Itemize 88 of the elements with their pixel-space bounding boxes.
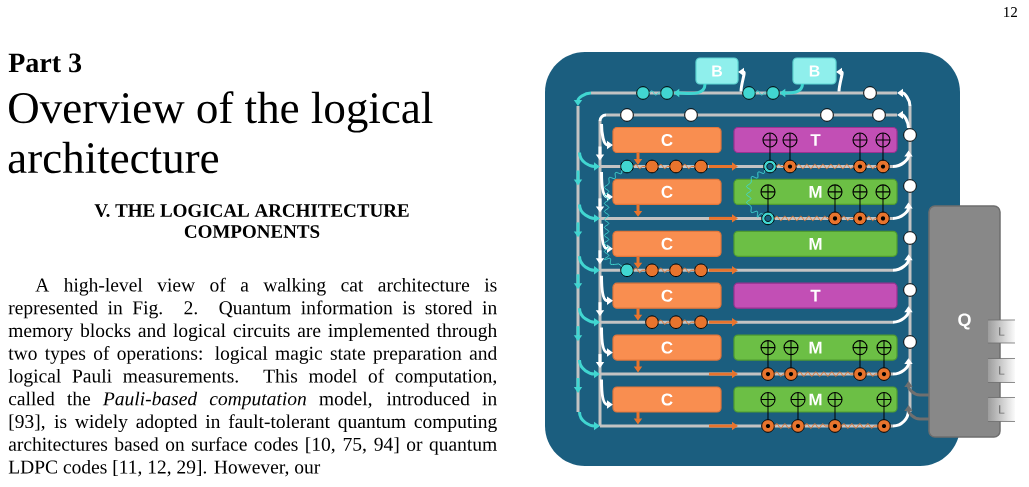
control-line [859, 198, 861, 213]
arrow [600, 327, 613, 357]
control-line [834, 198, 836, 213]
control-line [834, 406, 836, 421]
xor-symbol [852, 184, 868, 200]
control-line [769, 146, 771, 161]
chapter-title: Overview of the logical architecture [8, 91, 433, 174]
arrow [904, 381, 929, 397]
module-box: M [733, 230, 898, 257]
wavy-line [754, 90, 768, 96]
page-number: 12 [1004, 7, 1017, 17]
wavy-line [773, 423, 793, 429]
module-box: C [612, 178, 722, 205]
section-heading: V. THE LOGICAL ARCHITECTURE COMPONENTS [94, 204, 409, 238]
xor-symbol [852, 132, 868, 148]
xor-symbol [760, 391, 776, 408]
module-box: C [612, 282, 722, 309]
module-box: C [612, 334, 722, 361]
module-box: C [612, 230, 722, 257]
module-box: Q [928, 205, 1001, 438]
control-line [883, 354, 885, 369]
arrow [779, 83, 804, 98]
wavy-line [840, 423, 879, 429]
side-tab: L [987, 319, 1016, 344]
control-line [883, 406, 885, 421]
arrow [600, 275, 613, 305]
xor-symbol [762, 132, 778, 148]
xor-symbol [827, 391, 843, 408]
control-line [767, 406, 769, 421]
xor-symbol [783, 340, 799, 356]
wavy-line [773, 371, 786, 377]
arrow [600, 223, 613, 253]
wavy-line [865, 371, 879, 377]
wavy-line [840, 215, 855, 222]
side-tab: L [987, 358, 1016, 383]
module-box: T [733, 282, 898, 309]
wavy-line [746, 169, 766, 218]
control-line [882, 198, 884, 213]
wavy-line [865, 163, 878, 170]
module-box: B [695, 57, 739, 85]
body-paragraph: A high-level view of a walking cat architecture is represented in Fig. 2. Quantum information is stored in memory blocks and logical circuits are implemented through two types of operations: logical magic state preparation and logical Pauli measurements. This model of computation, called the Pauli-based computation model, introduced in [93], is widely adopted in fault-tolerant quantum computing architectures based on surface codes [10, 75, 94] or quantum LDPC codes [11, 12, 29]. However, our [8, 277, 497, 477]
xor-symbol [875, 184, 891, 200]
wavy-line [632, 267, 647, 273]
xor-symbol [876, 391, 892, 408]
wavy-line [795, 163, 855, 170]
wavy-line [681, 267, 696, 273]
wavy-line [657, 163, 671, 170]
wavy-line [632, 163, 647, 170]
wavy-line [865, 215, 878, 222]
wavy-line [681, 319, 696, 325]
arrow [904, 405, 929, 421]
module-box: C [612, 126, 722, 154]
arrow [673, 83, 707, 98]
xor-symbol [875, 132, 891, 148]
control-line [789, 146, 791, 161]
xor-symbol [852, 340, 868, 356]
xor-symbol [760, 184, 776, 200]
control-line [767, 198, 769, 213]
side-tab: L [987, 397, 1016, 422]
wavy-line [773, 215, 830, 222]
wavy-line [657, 267, 671, 273]
xor-symbol [876, 340, 892, 356]
module-box: C [612, 386, 722, 413]
wavy-line [603, 169, 623, 267]
wavy-line [803, 423, 830, 429]
xor-symbol [790, 391, 806, 408]
wavy-line [796, 371, 855, 377]
module-box: M [733, 386, 898, 413]
module-box: M [733, 334, 898, 361]
wavy-line [681, 163, 696, 170]
xor-symbol [827, 184, 843, 200]
wavy-line [648, 90, 662, 96]
bus-line [576, 106, 580, 412]
part-heading: Part 3 [8, 53, 82, 73]
control-line [859, 146, 861, 161]
wavy-line [657, 319, 671, 325]
control-line [859, 354, 861, 369]
control-line [797, 406, 799, 421]
module-box: B [792, 57, 837, 85]
control-line [882, 146, 884, 161]
connector-line [598, 113, 607, 122]
control-line [767, 354, 769, 369]
xor-symbol [760, 340, 776, 356]
control-line [790, 354, 792, 369]
xor-symbol [782, 132, 798, 148]
qubit-dot [763, 159, 777, 174]
wavy-line [775, 163, 785, 167]
connector-line [892, 409, 910, 428]
